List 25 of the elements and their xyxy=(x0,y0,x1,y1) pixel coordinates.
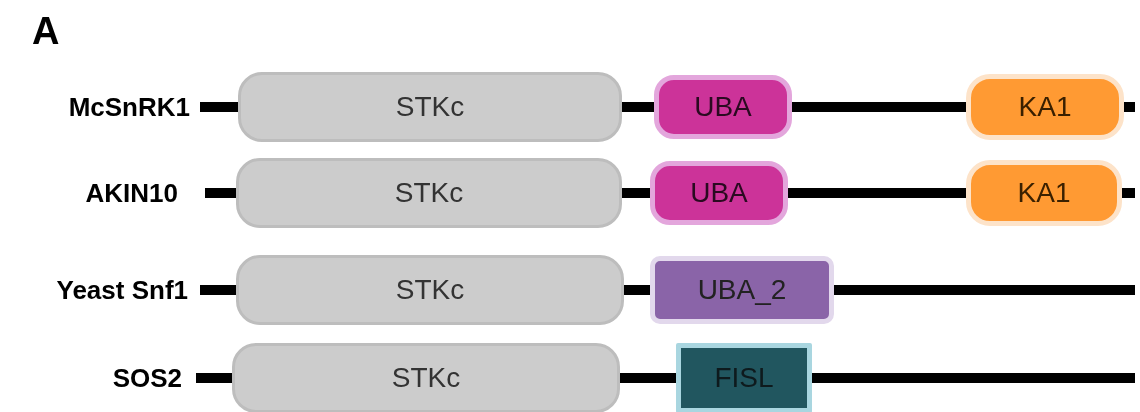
protein-domain xyxy=(650,256,834,324)
domain-label: KA1 xyxy=(1017,177,1071,209)
domain-label: KA1 xyxy=(1018,91,1072,123)
protein-domain xyxy=(232,343,620,412)
protein-name: Yeast Snf1 xyxy=(56,274,188,306)
protein-domain xyxy=(966,74,1124,140)
protein-domain xyxy=(650,161,788,225)
domain-label: STKc xyxy=(391,362,461,394)
protein-domain xyxy=(966,160,1122,226)
domain-label: STKc xyxy=(394,177,464,209)
protein-name: AKIN10 xyxy=(85,177,178,209)
protein-domain xyxy=(236,158,622,228)
domain-label: UBA xyxy=(690,177,748,209)
domain-label: UBA xyxy=(694,91,752,123)
protein-domain xyxy=(238,72,622,142)
domain-label: STKc xyxy=(395,91,465,123)
protein-domain xyxy=(654,75,792,139)
protein-name: McSnRK1 xyxy=(68,91,190,123)
protein-domain xyxy=(676,343,812,412)
protein-name: SOS2 xyxy=(112,362,182,394)
protein-domain xyxy=(236,255,624,325)
domain-label: STKc xyxy=(395,274,465,306)
domain-label: UBA_2 xyxy=(697,274,787,306)
panel-letter: A xyxy=(32,10,60,53)
domain-label: FISL xyxy=(714,362,774,394)
